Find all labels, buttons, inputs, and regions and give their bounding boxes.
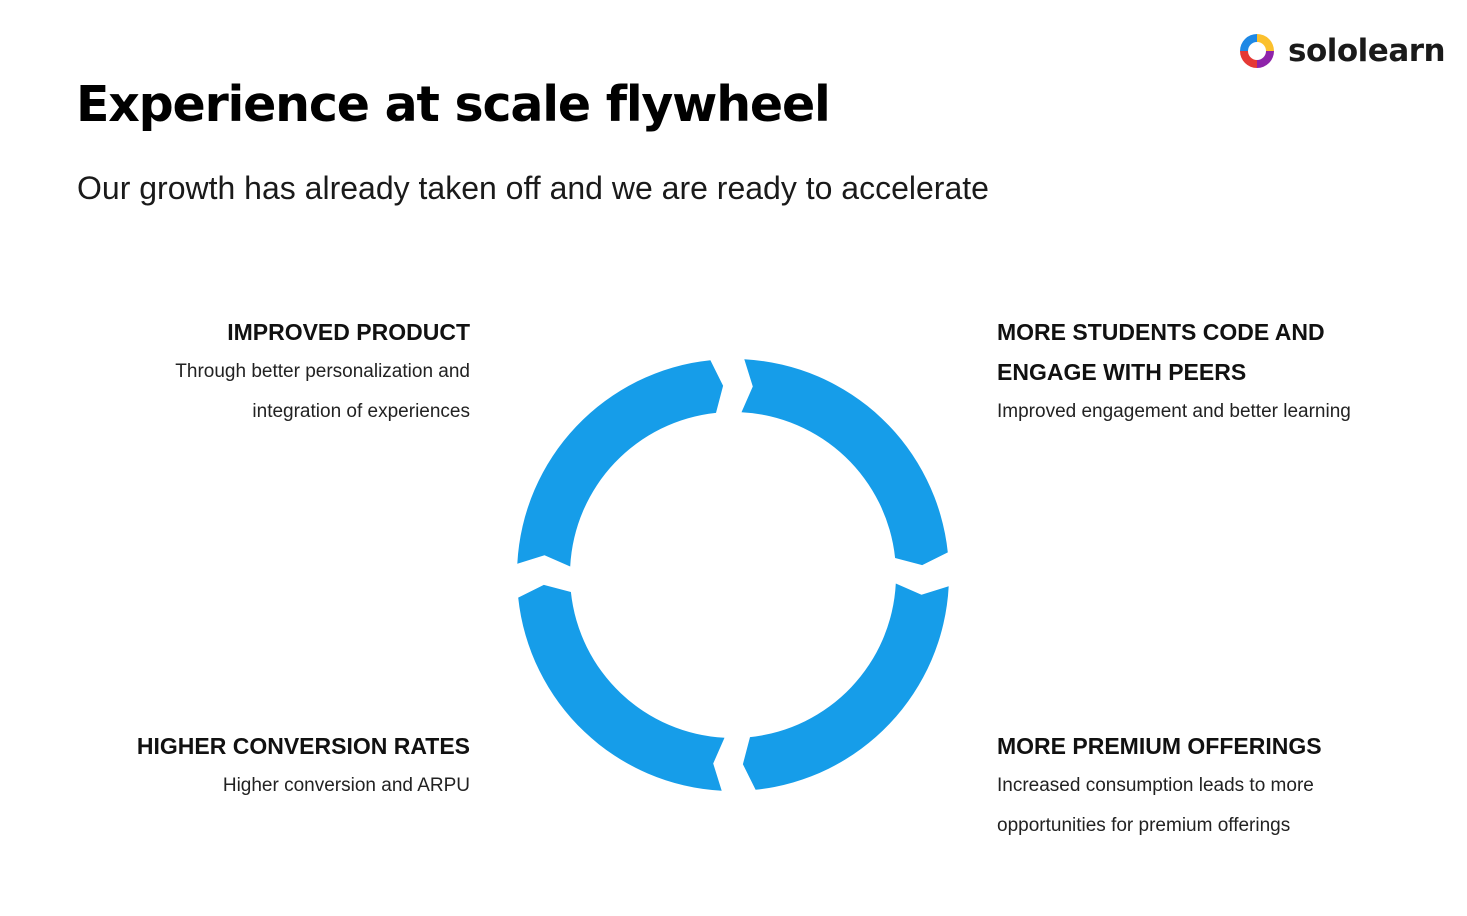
- stage-heading: ENGAGE WITH PEERS: [997, 359, 1247, 385]
- stage-more-premium-offerings: MORE PREMIUM OFFERINGS Increased consump…: [997, 726, 1437, 846]
- stage-more-students: MORE STUDENTS CODE AND ENGAGE WITH PEERS…: [997, 312, 1437, 432]
- arrow-top-to-right: [741, 359, 948, 566]
- stage-description-line: Improved engagement and better learning: [997, 401, 1351, 422]
- brand-logo[interactable]: sololearn: [1236, 30, 1446, 72]
- stage-heading: HIGHER CONVERSION RATES: [136, 733, 470, 759]
- stage-description-line: Through better personalization and: [175, 361, 470, 382]
- stage-description-line: integration of experiences: [252, 401, 470, 422]
- stage-heading: MORE STUDENTS CODE AND: [997, 319, 1325, 345]
- page-title: Experience at scale flywheel: [76, 76, 831, 133]
- sololearn-logo-icon: [1240, 34, 1274, 68]
- stage-description-line: opportunities for premium offerings: [997, 815, 1291, 836]
- stage-improved-product: IMPROVED PRODUCT Through better personal…: [30, 312, 470, 432]
- stage-higher-conversion: HIGHER CONVERSION RATES Higher conversio…: [30, 726, 470, 806]
- stage-heading: IMPROVED PRODUCT: [227, 319, 470, 345]
- arrow-bottom-to-left: [518, 584, 725, 791]
- stage-description-line: Higher conversion and ARPU: [222, 775, 470, 796]
- page-subtitle: Our growth has already taken off and we …: [77, 170, 989, 206]
- stage-heading: MORE PREMIUM OFFERINGS: [997, 733, 1322, 759]
- stage-description-line: Increased consumption leads to more: [997, 775, 1314, 796]
- arrow-left-to-top: [517, 360, 724, 567]
- brand-wordmark: sololearn: [1288, 33, 1446, 69]
- arrow-right-to-bottom: [742, 583, 949, 790]
